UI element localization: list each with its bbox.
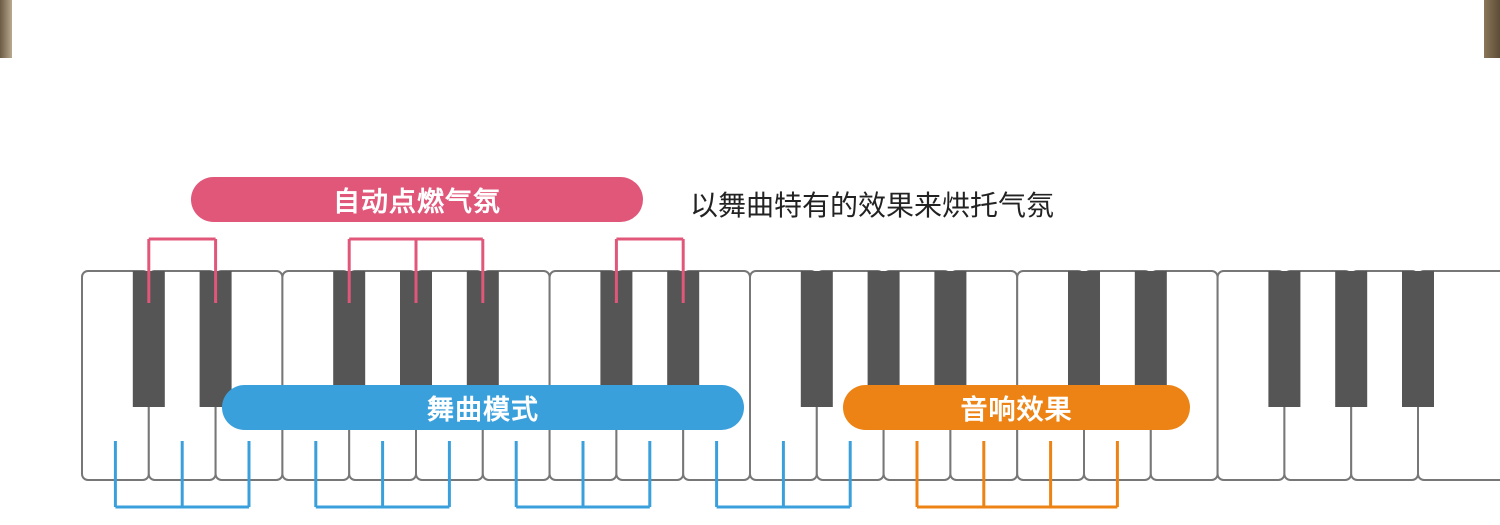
auto-mood-label: 自动点燃气氛 — [191, 177, 643, 222]
black-key — [1402, 271, 1434, 407]
sound-effects-label: 音响效果 — [843, 385, 1190, 430]
black-key — [1335, 271, 1367, 407]
dance-mode-label: 舞曲模式 — [222, 385, 744, 430]
feature-caption: 以舞曲特有的效果来烘托气氛 — [690, 184, 1054, 224]
black-key — [1268, 271, 1300, 407]
black-key — [801, 271, 833, 407]
